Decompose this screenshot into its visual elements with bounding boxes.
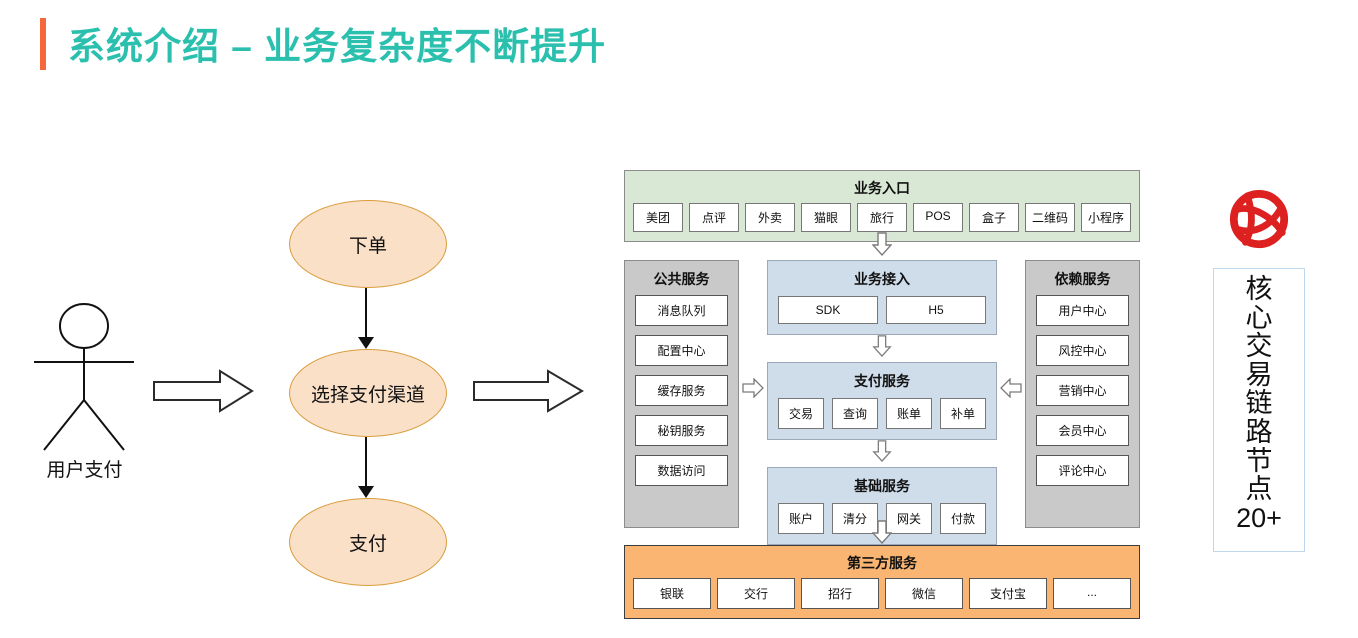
dependency-services-list: 用户中心 风控中心 营销中心 会员中心 评论中心 — [1026, 295, 1139, 496]
dependency-service-marketing-center[interactable]: 营销中心 — [1036, 375, 1129, 406]
flow-arrowhead-2 — [358, 486, 374, 498]
flow-connector-1 — [365, 288, 367, 341]
core-link-textbox: 核 心 交 易 链 路 节 点 20+ — [1213, 268, 1305, 552]
dependency-service-member-center[interactable]: 会员中心 — [1036, 415, 1129, 446]
chip-unionpay[interactable]: 银联 — [633, 578, 711, 609]
panel-third-party-services: 第三方服务 银联 交行 招行 微信 支付宝 ... — [624, 545, 1140, 619]
badge-node-count: 20+ — [1236, 502, 1282, 533]
chip-waimai[interactable]: 外卖 — [745, 203, 795, 232]
dependency-service-user-center[interactable]: 用户中心 — [1036, 295, 1129, 326]
business-access-chip-list: SDK H5 — [768, 296, 996, 334]
panel-title-public-services: 公共服务 — [653, 271, 710, 287]
flow-node-order: 下单 — [289, 200, 447, 288]
panel-dependency-services: 依赖服务 用户中心 风控中心 营销中心 会员中心 评论中心 — [1025, 260, 1140, 528]
basic-service-chip-list: 账户 清分 网关 付款 — [768, 503, 996, 544]
public-service-data-access[interactable]: 数据访问 — [635, 455, 728, 486]
chip-qrcode[interactable]: 二维码 — [1025, 203, 1075, 232]
public-service-message-queue[interactable]: 消息队列 — [635, 295, 728, 326]
arrow-entry-to-access — [871, 232, 893, 261]
chip-transaction[interactable]: 交易 — [778, 398, 824, 429]
core-link-badge: 核 心 交 易 链 路 节 点 20+ — [1213, 188, 1305, 552]
chip-alipay[interactable]: 支付宝 — [969, 578, 1047, 609]
badge-char-8: 点 — [1245, 474, 1273, 505]
chip-cmb[interactable]: 招行 — [801, 578, 879, 609]
chip-clearing[interactable]: 清分 — [832, 503, 878, 534]
panel-title-third-party: 第三方服务 — [847, 555, 917, 571]
chip-payout[interactable]: 付款 — [940, 503, 986, 534]
chip-more[interactable]: ... — [1053, 578, 1131, 609]
badge-char-1: 核 — [1245, 274, 1273, 304]
public-services-list: 消息队列 配置中心 缓存服务 秘钥服务 数据访问 — [625, 295, 738, 496]
chip-pos[interactable]: POS — [913, 203, 963, 232]
title-text: 系统介绍 – 业务复杂度不断提升 — [68, 26, 607, 67]
chip-bill[interactable]: 账单 — [886, 398, 932, 429]
architecture-middle-row: 公共服务 消息队列 配置中心 缓存服务 秘钥服务 数据访问 业务接入 SDK — [624, 260, 1140, 545]
payment-service-chip-list: 交易 查询 账单 补单 — [768, 398, 996, 439]
arrow-access-to-payment — [767, 335, 997, 362]
flow-node-pay: 支付 — [289, 498, 447, 586]
arrow-public-to-center — [742, 377, 764, 403]
arrow-dependency-to-center — [1000, 377, 1022, 403]
chip-wechat[interactable]: 微信 — [885, 578, 963, 609]
badge-char-2: 心 — [1245, 302, 1273, 333]
panel-title-dependency-services: 依赖服务 — [1054, 271, 1111, 287]
block-arrow-stage1 — [152, 368, 254, 419]
chip-dianping[interactable]: 点评 — [689, 203, 739, 232]
title-accent-bar — [40, 18, 46, 71]
chip-h5[interactable]: H5 — [886, 296, 986, 324]
chip-account[interactable]: 账户 — [778, 503, 824, 534]
chip-meituan[interactable]: 美团 — [633, 203, 683, 232]
red-globe-icon — [1229, 189, 1289, 249]
dependency-service-comment-center[interactable]: 评论中心 — [1036, 455, 1129, 486]
badge-char-5: 链 — [1245, 388, 1273, 419]
badge-char-4: 易 — [1245, 359, 1273, 390]
block-arrow-stage2 — [472, 368, 584, 419]
panel-payment-service: 支付服务 交易 查询 账单 补单 — [767, 362, 997, 440]
panel-title-business-entry: 业务入口 — [854, 180, 910, 196]
panel-public-services: 公共服务 消息队列 配置中心 缓存服务 秘钥服务 数据访问 — [624, 260, 739, 528]
chip-hezi[interactable]: 盒子 — [969, 203, 1019, 232]
public-service-key[interactable]: 秘钥服务 — [635, 415, 728, 446]
third-party-chip-list: 银联 交行 招行 微信 支付宝 ... — [625, 578, 1139, 618]
arrow-basic-to-third-party — [871, 520, 893, 549]
panel-business-access: 业务接入 SDK H5 — [767, 260, 997, 335]
actor-label: 用户支付 — [46, 460, 123, 481]
badge-char-3: 交 — [1245, 331, 1273, 362]
page-title: 系统介绍 – 业务复杂度不断提升 — [40, 18, 607, 71]
panel-title-basic-service: 基础服务 — [854, 478, 910, 494]
panel-title-business-access: 业务接入 — [854, 271, 910, 287]
chip-bocom[interactable]: 交行 — [717, 578, 795, 609]
chip-supplement-order[interactable]: 补单 — [940, 398, 986, 429]
public-service-cache[interactable]: 缓存服务 — [635, 375, 728, 406]
center-service-stack: 业务接入 SDK H5 支付服务 交易 查询 账单 补单 — [767, 260, 997, 545]
dependency-service-risk-center[interactable]: 风控中心 — [1036, 335, 1129, 366]
badge-char-6: 路 — [1245, 417, 1273, 448]
gap-right — [997, 260, 1025, 528]
public-service-config-center[interactable]: 配置中心 — [635, 335, 728, 366]
panel-business-entry: 业务入口 美团 点评 外卖 猫眼 旅行 POS 盒子 二维码 小程序 — [624, 170, 1140, 242]
chip-miniprogram[interactable]: 小程序 — [1081, 203, 1131, 232]
badge-char-7: 节 — [1245, 445, 1273, 476]
payment-flow: 下单 选择支付渠道 支付 — [289, 200, 447, 586]
flow-arrowhead-1 — [358, 337, 374, 349]
gap-left — [739, 260, 767, 528]
architecture-diagram: 业务入口 美团 点评 外卖 猫眼 旅行 POS 盒子 二维码 小程序 公共服务 … — [624, 170, 1140, 619]
stick-figure-icon — [34, 303, 134, 451]
chip-query[interactable]: 查询 — [832, 398, 878, 429]
panel-title-payment-service: 支付服务 — [854, 373, 910, 389]
arrow-payment-to-basic — [767, 440, 997, 467]
chip-sdk[interactable]: SDK — [778, 296, 878, 324]
flow-node-select-channel: 选择支付渠道 — [289, 349, 447, 437]
chip-lvxing[interactable]: 旅行 — [857, 203, 907, 232]
chip-gateway[interactable]: 网关 — [886, 503, 932, 534]
chip-maoyan[interactable]: 猫眼 — [801, 203, 851, 232]
flow-connector-2 — [365, 437, 367, 490]
actor-user: 用户支付 — [22, 300, 147, 485]
business-entry-chip-list: 美团 点评 外卖 猫眼 旅行 POS 盒子 二维码 小程序 — [625, 203, 1139, 241]
